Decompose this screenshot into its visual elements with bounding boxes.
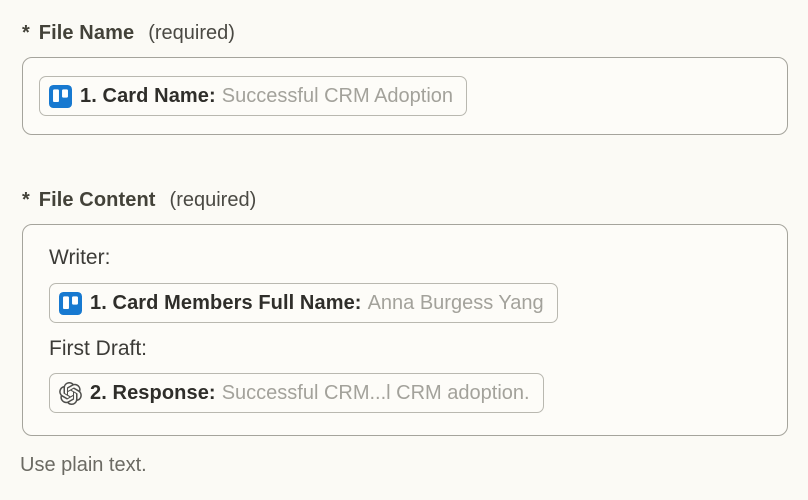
token-label: 1. Card Name: xyxy=(80,85,216,107)
token-value: Successful CRM...l CRM adoption. xyxy=(221,382,530,404)
required-hint: (required) xyxy=(148,22,235,44)
mapped-token-card-name[interactable]: 1. Card Name: Successful CRM Adoption xyxy=(39,76,468,116)
content-line-first-draft: First Draft: xyxy=(49,337,147,360)
trello-icon xyxy=(49,84,72,108)
openai-icon xyxy=(59,381,82,405)
field-group-file-content: * File Content (required) Writer: 1. Car… xyxy=(20,187,788,477)
required-hint: (required) xyxy=(169,189,257,211)
token-label: 2. Response: xyxy=(90,382,216,404)
token-value: Anna Burgess Yang xyxy=(367,292,544,314)
field-group-file-name: * File Name (required) 1. Card Name: Suc… xyxy=(22,20,788,135)
file-name-label: * File Name (required) xyxy=(22,20,788,46)
field-label-text: File Name xyxy=(38,22,135,44)
mapped-fields-form: * File Name (required) 1. Card Name: Suc… xyxy=(20,20,788,477)
field-label-text: File Content xyxy=(38,189,156,211)
token-value: Successful CRM Adoption xyxy=(221,85,454,107)
required-asterisk: * xyxy=(22,22,30,44)
content-line-writer: Writer: xyxy=(49,246,111,269)
token-label: 1. Card Members Full Name: xyxy=(90,292,362,314)
helper-text: Use plain text. xyxy=(20,454,147,476)
file-content-input[interactable]: Writer: 1. Card Members Full Name: Anna … xyxy=(22,224,788,436)
required-asterisk: * xyxy=(22,189,30,211)
mapped-token-card-members[interactable]: 1. Card Members Full Name: Anna Burgess … xyxy=(49,283,558,323)
file-content-label: * File Content (required) xyxy=(22,187,788,213)
mapped-token-response[interactable]: 2. Response: Successful CRM...l CRM adop… xyxy=(49,373,544,413)
trello-icon xyxy=(59,291,82,315)
file-name-input[interactable]: 1. Card Name: Successful CRM Adoption xyxy=(22,57,788,135)
